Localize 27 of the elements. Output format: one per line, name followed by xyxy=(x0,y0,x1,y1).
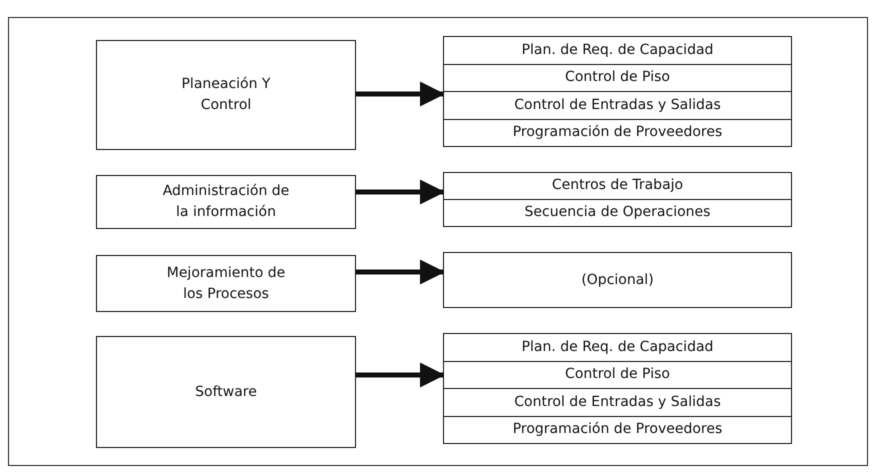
arrow xyxy=(356,260,445,284)
list-box xyxy=(443,172,792,227)
list-item: Control de Piso xyxy=(444,360,791,388)
list-box xyxy=(443,36,792,147)
list-item: Control de Entradas y Salidas xyxy=(444,91,791,118)
box-label: (Opcional) xyxy=(580,270,655,290)
arrow xyxy=(356,180,445,204)
list-item: Plan. de Req. de Capacidad xyxy=(520,338,714,357)
box-label: Planeación Y Control xyxy=(180,75,272,115)
arrow xyxy=(356,362,445,388)
process-box xyxy=(96,336,356,448)
box-label: Administración de la información xyxy=(162,182,290,222)
list-box xyxy=(443,333,792,444)
process-box xyxy=(96,175,356,229)
list-item: Plan. de Req. de Capacidad xyxy=(520,40,714,60)
list-item: Secuencia de Operaciones xyxy=(444,199,791,226)
process-box xyxy=(443,252,792,308)
arrow xyxy=(356,82,445,106)
list-item: Control de Entradas y Salidas xyxy=(444,388,791,416)
process-box xyxy=(96,255,356,312)
process-box xyxy=(96,40,356,150)
box-label: Software xyxy=(194,382,258,402)
list-item: Control de Piso xyxy=(444,64,791,91)
list-item: Programación de Proveedores xyxy=(444,118,791,146)
list-item: Centros de Trabajo xyxy=(550,176,684,196)
list-item: Programación de Proveedores xyxy=(444,416,791,443)
box-label: Mejoramiento de los Procesos xyxy=(166,264,286,304)
